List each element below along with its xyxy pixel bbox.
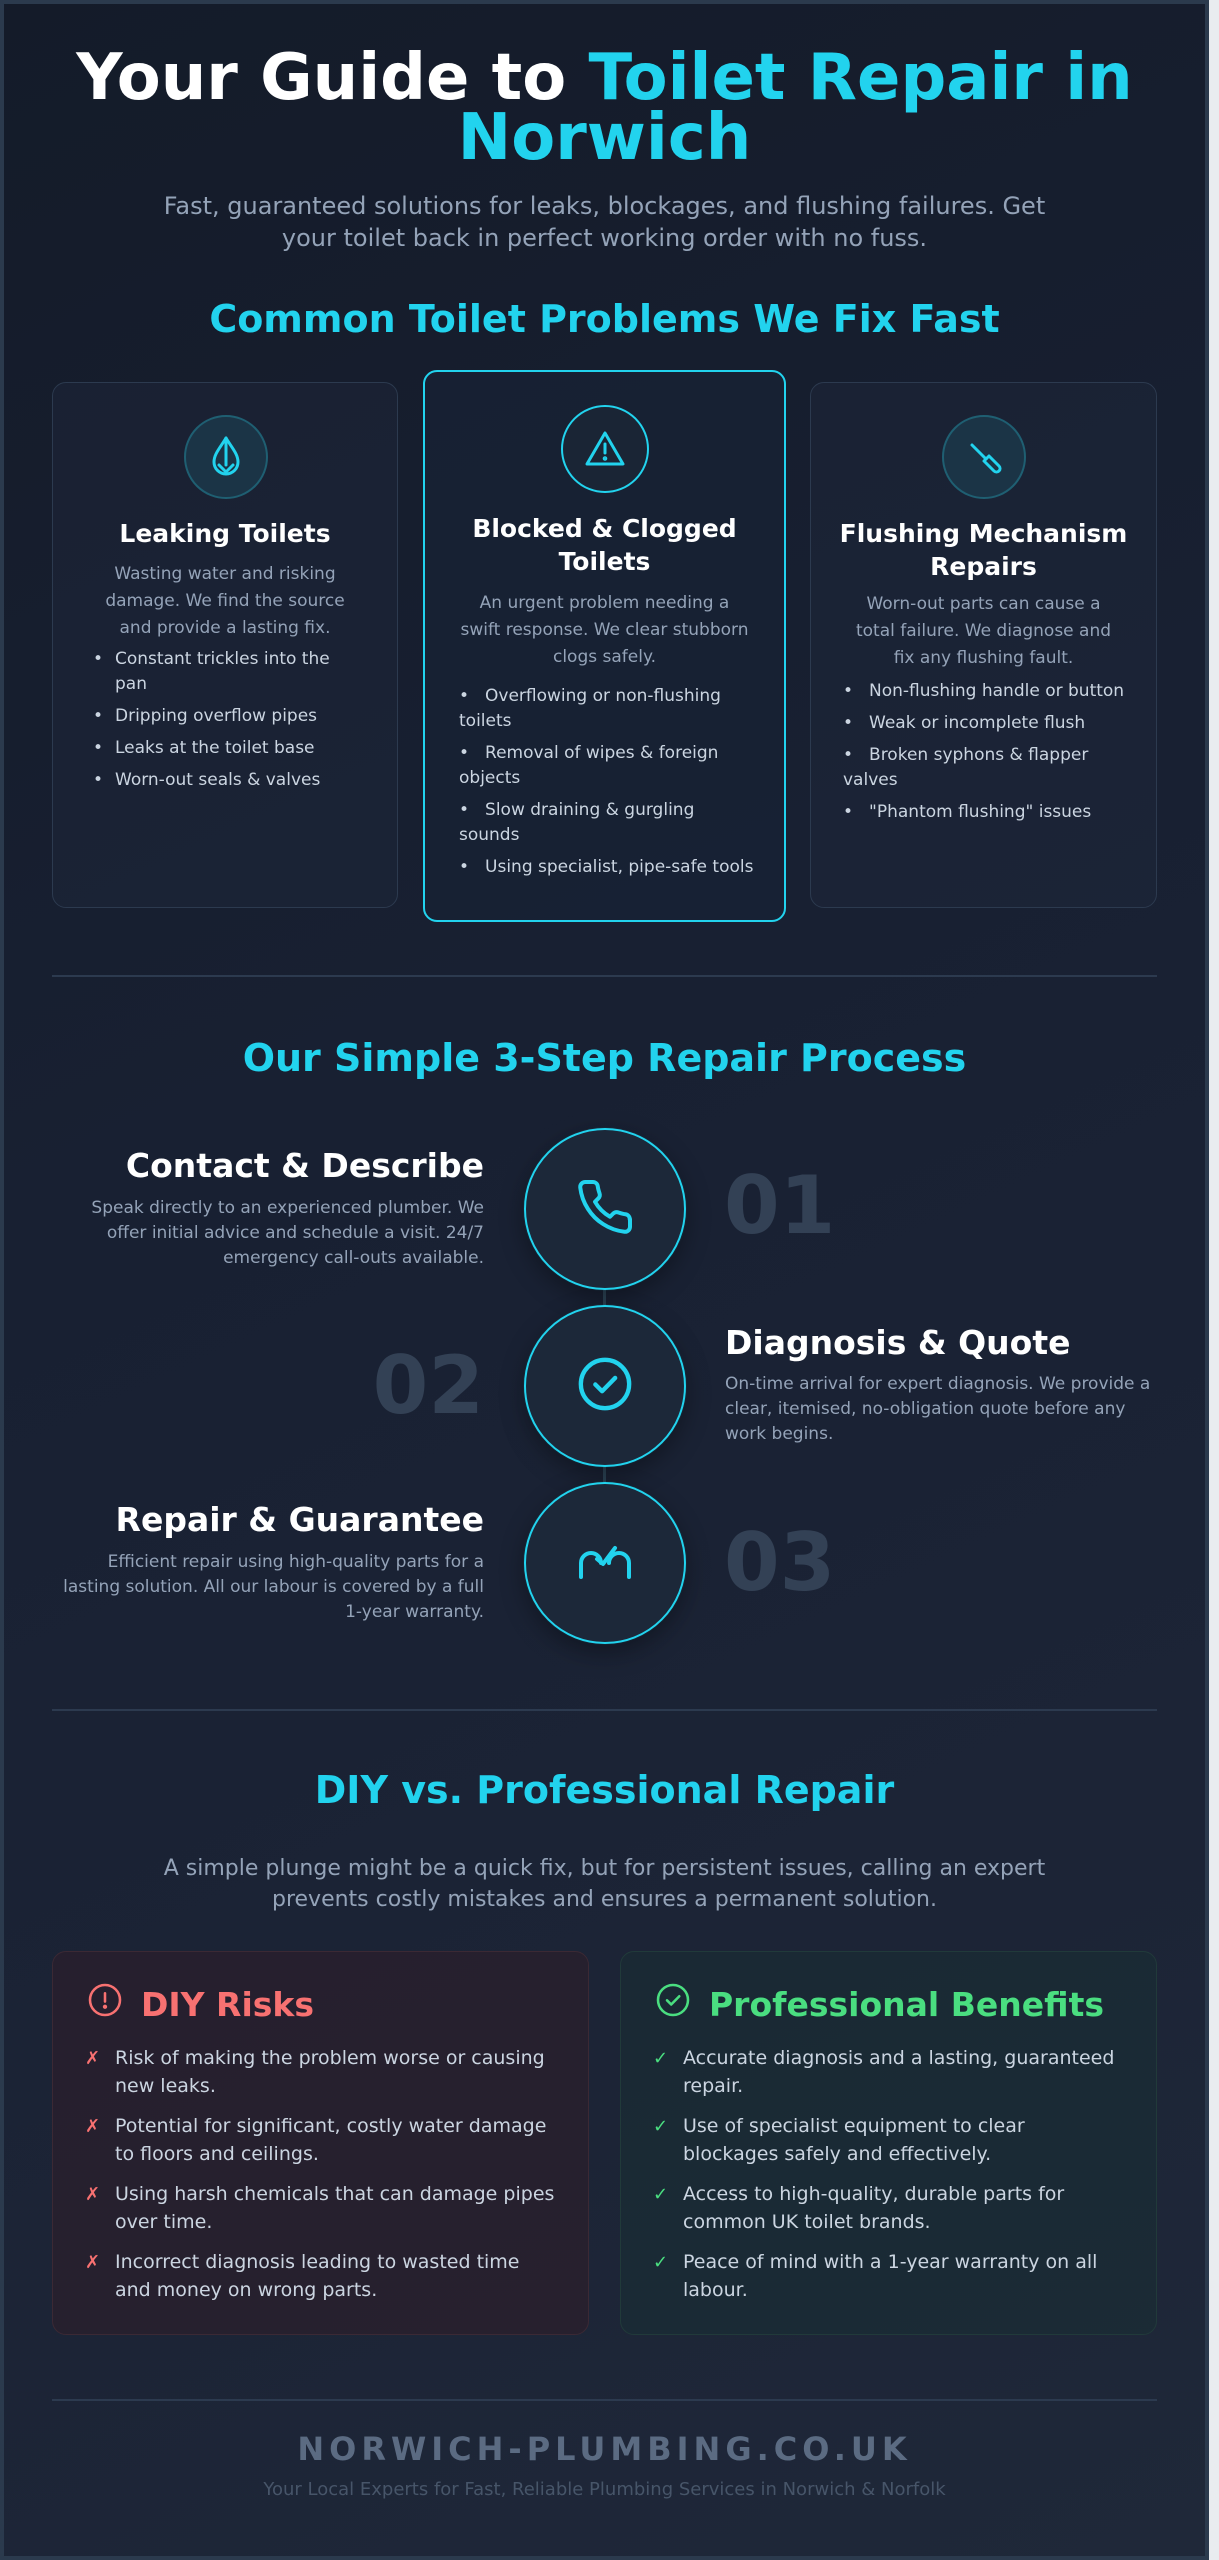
cross-icon: ✗ <box>85 2048 101 2069</box>
checkmark-icon: ✓ <box>653 2184 669 2205</box>
title-accent: Toilet Repair in Norwich <box>457 41 1133 175</box>
problem-card-blocked: Blocked & Clogged Toilets An urgent prob… <box>423 370 786 922</box>
problem-card-leaking: Leaking Toilets Wasting water and riskin… <box>52 382 398 908</box>
step-circle-diagnosis <box>524 1305 686 1467</box>
step-connector <box>603 1449 606 1485</box>
professional-benefits-title: Professional Benefits <box>709 1984 1104 2024</box>
list-item: ✗Potential for significant, costly water… <box>85 2115 547 2165</box>
diy-risks-header: DIY Risks <box>87 1982 314 2026</box>
step-circle-contact <box>524 1128 686 1290</box>
card-feature-list: Non-flushing handle or button Weak or in… <box>843 679 1126 832</box>
page-title: Your Guide to Toilet Repair in Norwich <box>60 46 1149 170</box>
footer-tagline: Your Local Experts for Fast, Reliable Pl… <box>263 2479 946 2500</box>
comparison-section-title: DIY vs. Professional Repair <box>314 1768 895 1812</box>
list-item: ✓Accurate diagnosis and a lasting, guara… <box>653 2047 1115 2097</box>
step-number: 01 <box>724 1159 836 1252</box>
card-feature-list: Constant trickles into the pan Dripping … <box>91 647 367 800</box>
list-item: ✗Risk of making the problem worse or cau… <box>85 2047 545 2097</box>
list-item: ✗Incorrect diagnosis leading to wasted t… <box>85 2251 520 2301</box>
diy-risks-list: ✗Risk of making the problem worse or cau… <box>85 2044 558 2316</box>
check-circle-icon <box>576 1355 634 1417</box>
alert-circle-icon <box>87 1982 123 2026</box>
card-description: An urgent problem needing a swift respon… <box>460 593 749 667</box>
scrollbar-strip <box>1209 0 1219 2560</box>
professional-benefits-card: Professional Benefits ✓Accurate diagnosi… <box>620 1951 1157 2335</box>
warning-icon <box>561 405 649 493</box>
phone-icon <box>575 1177 635 1241</box>
card-title: Blocked & Clogged Toilets <box>472 514 737 576</box>
card-feature-list: Overflowing or non-flushing toilets Remo… <box>459 684 754 887</box>
step-description: Efficient repair using high-quality part… <box>63 1552 484 1622</box>
comparison-intro: A simple plunge might be a quick fix, bu… <box>163 1856 1046 1912</box>
section-divider <box>52 1709 1157 1711</box>
section-divider <box>52 2399 1157 2401</box>
diy-risks-title: DIY Risks <box>141 1984 315 2024</box>
professional-benefits-list: ✓Accurate diagnosis and a lasting, guara… <box>653 2044 1126 2316</box>
list-item: ✓Use of specialist equipment to clear bl… <box>653 2115 1025 2165</box>
list-item: Slow draining & gurgling sounds <box>459 798 754 848</box>
card-title: Flushing Mechanism Repairs <box>839 519 1128 581</box>
list-item: Removal of wipes & foreign objects <box>459 741 754 791</box>
repair-guarantee-icon <box>575 1539 635 1587</box>
check-circle-icon <box>655 1982 691 2026</box>
step-title: Contact & Describe <box>125 1146 484 1185</box>
step-description: On-time arrival for expert diagnosis. We… <box>725 1374 1151 1444</box>
step-title: Repair & Guarantee <box>115 1500 484 1539</box>
list-item: ✓Access to high-quality, durable parts f… <box>653 2183 1065 2233</box>
list-item: Weak or incomplete flush <box>843 711 1126 736</box>
diy-risks-card: DIY Risks ✗Risk of making the problem wo… <box>52 1951 589 2335</box>
problem-card-flushing: Flushing Mechanism Repairs Worn-out part… <box>810 382 1157 908</box>
list-item: Constant trickles into the pan <box>91 647 367 697</box>
card-title: Leaking Toilets <box>119 519 331 548</box>
card-description: Worn-out parts can cause a total failure… <box>855 594 1112 668</box>
cross-icon: ✗ <box>85 2252 101 2273</box>
wrench-icon <box>942 415 1026 499</box>
cross-icon: ✗ <box>85 2116 101 2137</box>
footer-brand: NORWICH-PLUMBING.CO.UK <box>297 2430 912 2468</box>
checkmark-icon: ✓ <box>653 2048 669 2069</box>
list-item: Non-flushing handle or button <box>843 679 1126 704</box>
list-item: Worn-out seals & valves <box>91 768 367 793</box>
list-item: Broken syphons & flapper valves <box>843 743 1126 793</box>
list-item: Using specialist, pipe-safe tools <box>459 855 754 880</box>
list-item: Dripping overflow pipes <box>91 704 367 729</box>
step-connector <box>603 1272 606 1308</box>
step-title: Diagnosis & Quote <box>725 1323 1071 1362</box>
page-subtitle: Fast, guaranteed solutions for leaks, bl… <box>163 192 1046 252</box>
list-item: ✓Peace of mind with a 1-year warranty on… <box>653 2251 1098 2301</box>
card-description: Wasting water and risking damage. We fin… <box>105 564 345 638</box>
droplet-icon <box>184 415 268 499</box>
title-plain: Your Guide to <box>76 41 567 115</box>
professional-benefits-header: Professional Benefits <box>655 1982 1104 2026</box>
step-number: 02 <box>372 1339 484 1432</box>
process-section-title: Our Simple 3-Step Repair Process <box>242 1036 967 1080</box>
step-number: 03 <box>724 1516 836 1609</box>
step-circle-repair <box>524 1482 686 1644</box>
problems-section-title: Common Toilet Problems We Fix Fast <box>209 297 1000 341</box>
list-item: Overflowing or non-flushing toilets <box>459 684 754 734</box>
list-item: Leaks at the toilet base <box>91 736 367 761</box>
list-item: "Phantom flushing" issues <box>843 800 1126 825</box>
step-description: Speak directly to an experienced plumber… <box>91 1198 484 1268</box>
checkmark-icon: ✓ <box>653 2252 669 2273</box>
list-item: ✗Using harsh chemicals that can damage p… <box>85 2183 555 2233</box>
checkmark-icon: ✓ <box>653 2116 669 2137</box>
section-divider <box>52 975 1157 977</box>
cross-icon: ✗ <box>85 2184 101 2205</box>
